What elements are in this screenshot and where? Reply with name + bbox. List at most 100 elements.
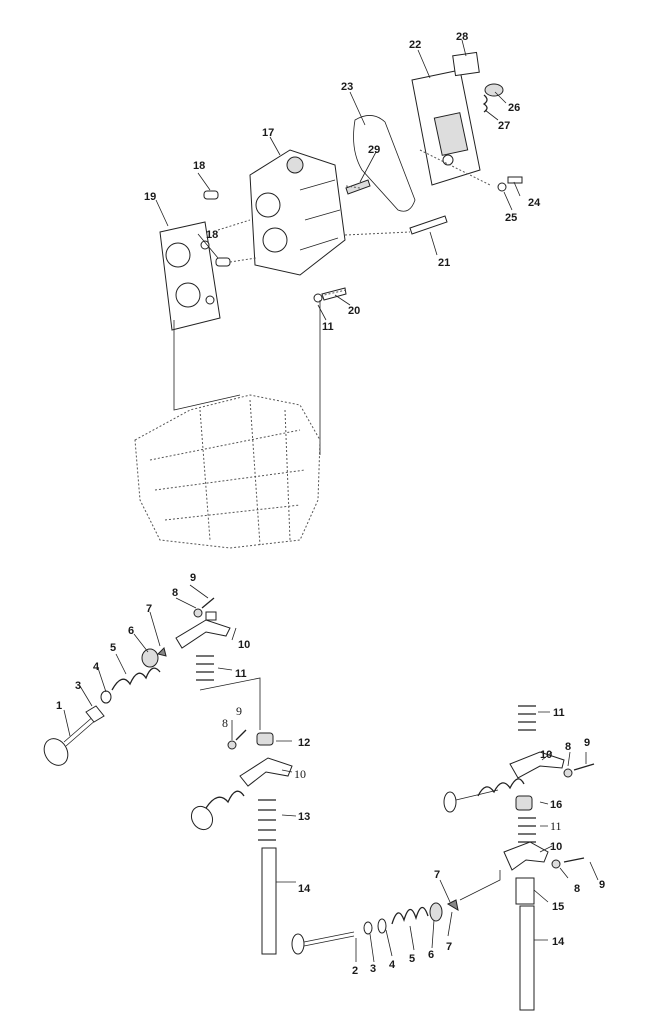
washer <box>497 182 507 192</box>
dowel-pin <box>203 190 219 200</box>
callout-12: 12 <box>298 737 310 749</box>
spring-retainer <box>141 648 159 668</box>
callout-14: 14 <box>552 936 565 948</box>
valve-cotter <box>157 647 167 657</box>
callout-7: 7 <box>446 941 452 953</box>
callout-9: 9 <box>190 572 196 584</box>
push-rod <box>261 847 277 955</box>
callout-2: 2 <box>352 965 358 977</box>
callout-8: 8 <box>222 716 228 730</box>
push-rod-spring <box>258 799 276 841</box>
valve-stem-seal <box>85 705 105 723</box>
rocker-spring <box>196 655 214 681</box>
bolt <box>321 287 347 301</box>
tappet <box>515 877 535 905</box>
callout-4: 4 <box>93 661 100 673</box>
callout-19: 19 <box>144 191 156 203</box>
engine-block <box>134 394 321 549</box>
lock-nut <box>563 768 573 778</box>
valve-assembly <box>190 790 245 831</box>
callout-3: 3 <box>75 680 81 692</box>
callout-11: 11 <box>550 819 562 833</box>
callout-28: 28 <box>456 31 468 43</box>
rocker-arm <box>503 841 549 871</box>
callout-3: 3 <box>370 963 376 975</box>
callout-9: 9 <box>584 737 590 749</box>
callout-4: 4 <box>389 959 396 971</box>
spark-plug <box>345 179 371 195</box>
callout-23: 23 <box>341 81 353 93</box>
callout-18: 18 <box>193 160 205 172</box>
callout-5: 5 <box>110 642 116 654</box>
callout-7: 7 <box>146 603 152 615</box>
push-rod <box>519 905 535 1011</box>
spring-retainer <box>429 902 443 922</box>
callout-7: 7 <box>434 869 440 881</box>
rocker-arm <box>239 757 293 787</box>
valve-spring <box>111 667 161 691</box>
washer <box>313 293 323 303</box>
callout-10: 10 <box>238 639 250 651</box>
valve-stem-seal <box>363 921 373 935</box>
cover-bolt <box>507 176 523 184</box>
callout-8: 8 <box>574 883 580 895</box>
callout-15: 15 <box>552 901 564 913</box>
rocker-spring <box>518 705 536 731</box>
callout-17: 17 <box>262 127 274 139</box>
dowel-pin <box>215 257 231 267</box>
callout-6: 6 <box>128 625 134 637</box>
head-bolt <box>409 215 448 235</box>
cylinder-head-assembly <box>155 39 523 455</box>
callout-1: 1 <box>56 700 62 712</box>
callout-8: 8 <box>565 741 571 753</box>
callout-21: 21 <box>438 257 450 269</box>
callout-11: 11 <box>235 668 247 680</box>
bushing <box>256 732 274 746</box>
caution-label <box>452 51 480 77</box>
exhaust-valve <box>291 931 355 955</box>
lock-nut <box>193 608 203 618</box>
callout-25: 25 <box>505 212 517 224</box>
callout-24: 24 <box>528 197 541 209</box>
callout-22: 22 <box>409 39 421 51</box>
rocker-arm <box>175 611 231 649</box>
rocker-spring <box>518 817 536 843</box>
callout-10: 10 <box>294 767 306 781</box>
valve-cotter <box>446 899 459 912</box>
callout-16: 16 <box>550 799 562 811</box>
callout-10: 10 <box>540 749 552 761</box>
valve-spring <box>391 906 429 925</box>
callout-27: 27 <box>498 120 510 132</box>
callout-13: 13 <box>298 811 310 823</box>
callout-10: 10 <box>550 841 562 853</box>
callout-14: 14 <box>298 883 311 895</box>
callout-9: 9 <box>599 879 605 891</box>
callout-6: 6 <box>428 949 434 961</box>
callout-9: 9 <box>236 704 242 718</box>
intake-valve <box>43 714 98 766</box>
callout-18: 18 <box>206 229 218 241</box>
adjusting-screw <box>201 597 215 609</box>
rocker-arm <box>509 751 565 779</box>
bushing <box>515 795 533 811</box>
filler-cap <box>484 83 504 97</box>
callout-11: 11 <box>553 707 565 719</box>
adjusting-screw <box>573 763 595 771</box>
valve-assembly <box>443 778 525 813</box>
callout-11: 11 <box>322 321 334 333</box>
callout-8: 8 <box>172 587 178 599</box>
callout-20: 20 <box>348 305 360 317</box>
callout-labels: 28 22 23 26 27 17 29 18 19 24 25 18 21 2… <box>56 31 605 977</box>
callout-5: 5 <box>409 953 415 965</box>
head-cover <box>411 69 481 186</box>
valve-train-left <box>43 584 297 955</box>
head-gasket <box>159 221 221 331</box>
cover-gasket <box>353 115 416 212</box>
cylinder-head <box>249 149 346 276</box>
spring-seat <box>377 918 387 934</box>
callout-26: 26 <box>508 102 520 114</box>
valve-train-right <box>291 705 599 1011</box>
callout-29: 29 <box>368 144 380 156</box>
spring-seat <box>100 690 112 704</box>
